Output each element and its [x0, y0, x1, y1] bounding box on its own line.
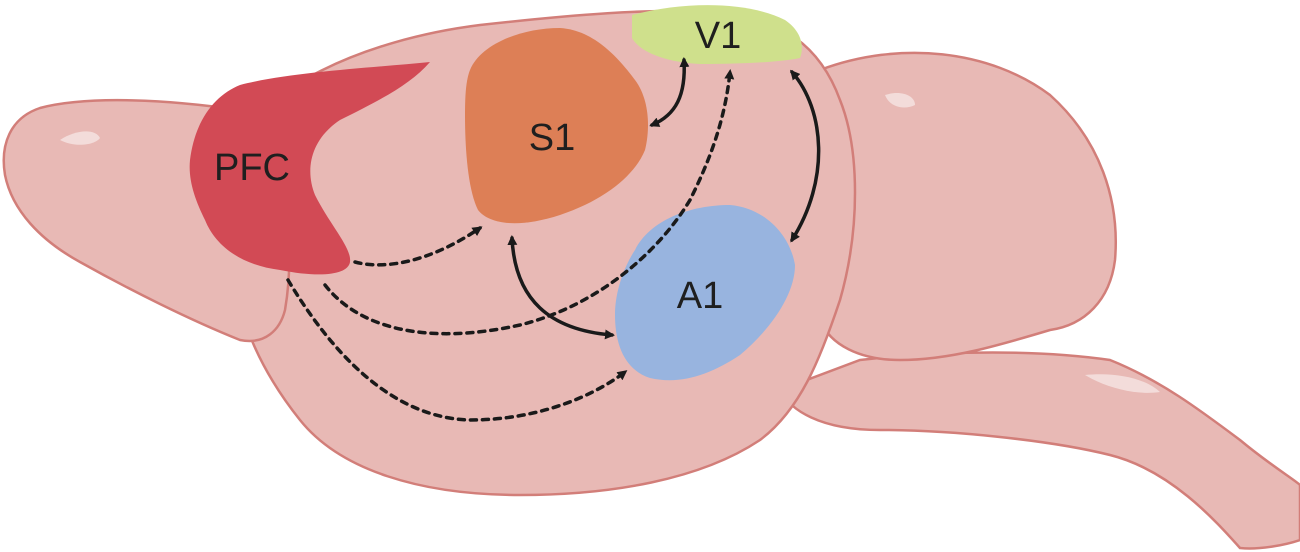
region-v1 [632, 5, 802, 65]
dashed-link-pfc-a1 [286, 278, 628, 422]
brainstem-shape [778, 351, 1300, 550]
region-a1 [615, 205, 795, 381]
highlight-olfactory [60, 131, 100, 145]
region-s1 [465, 28, 648, 224]
v1-label: V1 [695, 15, 741, 57]
link-v1-a1 [790, 69, 821, 243]
link-s1-a1 [507, 235, 615, 340]
cerebellum-shape [818, 51, 1117, 362]
pfc-label: PFC [214, 147, 290, 189]
highlight-cerebellum [885, 93, 915, 108]
region-pfc [189, 62, 430, 275]
highlight-brainstem [1085, 374, 1160, 393]
link-s1-v1 [649, 57, 690, 127]
s1-label: S1 [529, 117, 575, 159]
a1-label: A1 [677, 275, 723, 317]
dashed-link-pfc-s1 [353, 226, 483, 267]
